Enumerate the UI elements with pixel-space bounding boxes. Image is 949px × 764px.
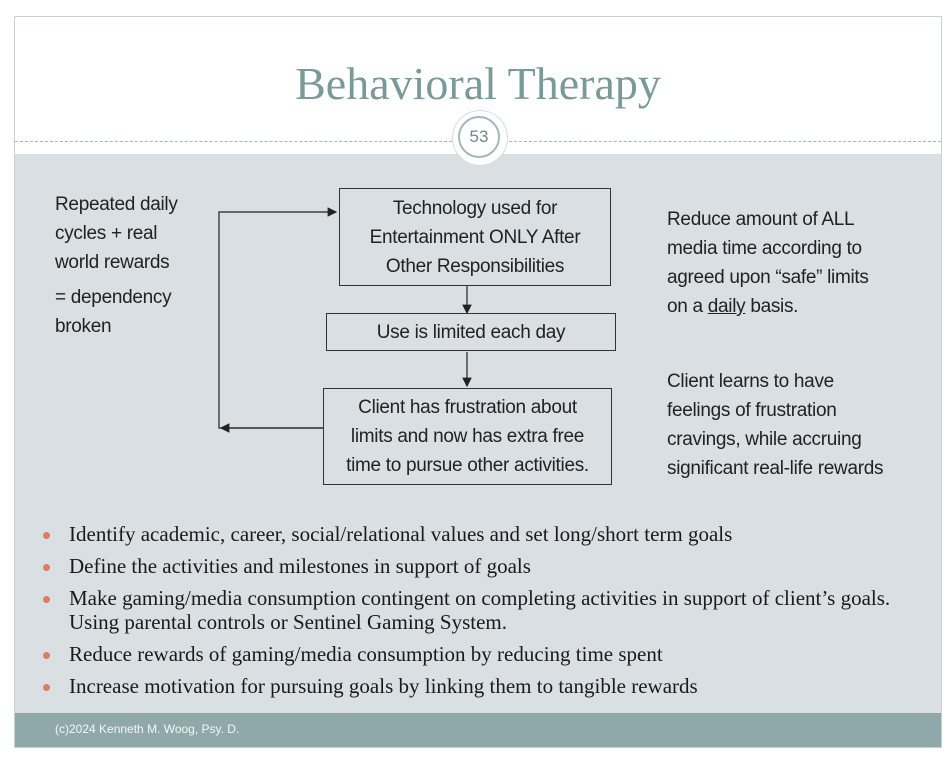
right-note-underlined: daily [707, 296, 746, 317]
arrow-loop-back [218, 207, 338, 429]
right-note-rewards: Client learns to have feelings of frustr… [667, 367, 884, 483]
slide-number-badge: 53 [453, 111, 507, 165]
left-note-line: Repeated daily [55, 194, 178, 215]
list-item-text: Identify academic, career, social/relati… [69, 522, 733, 546]
left-note-line: = dependency [55, 287, 172, 308]
list-item: Identify academic, career, social/relati… [43, 522, 928, 546]
right-note-line: agreed upon “safe” limits [667, 267, 869, 288]
right-note-line: Reduce amount of ALL [667, 209, 855, 230]
footer: (c)2024 Kenneth M. Woog, Psy. D. [15, 713, 941, 747]
flow-box-line: Technology used for [392, 198, 558, 219]
left-note-line: world rewards [55, 252, 170, 273]
flow-box-line: Use is limited each day [376, 322, 566, 343]
bullet-icon [43, 564, 50, 571]
bullet-list: Identify academic, career, social/relati… [43, 522, 928, 706]
right-note-text: basis. [745, 296, 799, 317]
right-note-line: significant real-life rewards [667, 458, 884, 479]
slide-title: Behavioral Therapy [295, 58, 661, 109]
right-note-line: cravings, while accruing [667, 429, 862, 450]
left-note: Repeated daily cycles + real world rewar… [55, 190, 178, 341]
list-item: Reduce rewards of gaming/media consumpti… [43, 642, 928, 666]
footer-copyright: (c)2024 Kenneth M. Woog, Psy. D. [55, 722, 240, 736]
flow-box-line: Entertainment ONLY After [369, 227, 581, 248]
flow-box-frustration: Client has frustration about limits and … [323, 388, 612, 485]
list-item-text: Reduce rewards of gaming/media consumpti… [69, 642, 663, 666]
right-note-text: on a [667, 296, 708, 317]
list-item: Increase motivation for pursuing goals b… [43, 674, 928, 698]
flow-box-line: Client has frustration about [358, 397, 577, 418]
right-note-line: feelings of frustration [667, 400, 837, 421]
slide-number: 53 [458, 116, 500, 158]
list-item: Make gaming/media consumption contingent… [43, 586, 928, 634]
bullet-icon [43, 532, 50, 539]
right-note-line: Client learns to have [667, 371, 834, 392]
flow-box-line: limits and now has extra free [350, 426, 585, 447]
flow-box-line: time to pursue other activities. [346, 455, 589, 476]
slide: Behavioral Therapy 53 Repeated daily cyc… [14, 16, 942, 748]
bullet-icon [43, 652, 50, 659]
flow-box-line: Other Responsibilities [385, 256, 565, 277]
right-note-line: on a daily basis. [667, 292, 869, 321]
flow-box-limited-use: Use is limited each day [326, 313, 616, 351]
list-item: Define the activities and milestones in … [43, 554, 928, 578]
bullet-icon [43, 684, 50, 691]
flow-arrows [218, 207, 472, 433]
list-item-text: Increase motivation for pursuing goals b… [69, 674, 698, 698]
left-note-line: broken [55, 316, 112, 337]
right-note-limits: Reduce amount of ALL media time accordin… [667, 205, 869, 321]
bullet-icon [43, 596, 50, 603]
flow-box-technology: Technology used for Entertainment ONLY A… [339, 188, 611, 286]
list-item-text: Make gaming/media consumption contingent… [69, 586, 891, 634]
right-note-line: media time according to [667, 238, 862, 259]
left-note-line: cycles + real [55, 223, 158, 244]
list-item-text: Define the activities and milestones in … [69, 554, 531, 578]
